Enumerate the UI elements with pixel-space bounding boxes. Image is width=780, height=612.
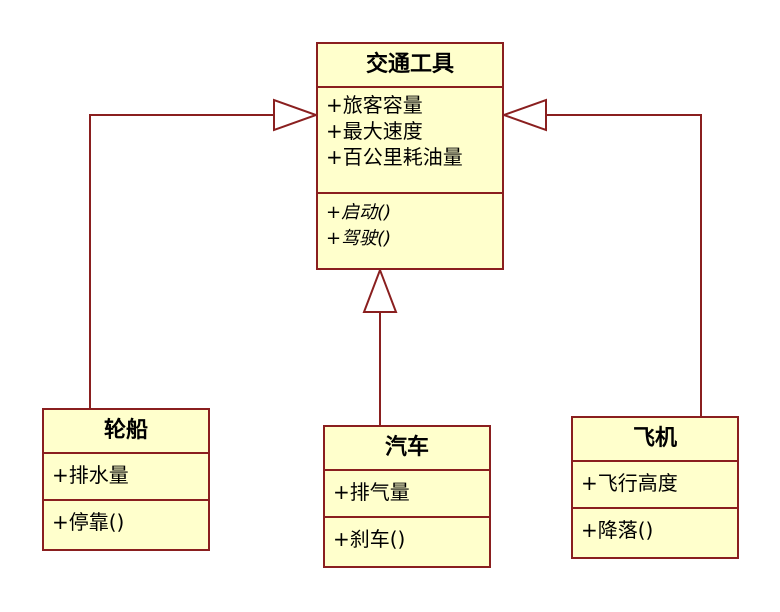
- inheritance-arrowhead-ship: [273, 98, 319, 132]
- class-ship[interactable]: 轮船 +排水量 +停靠(): [42, 408, 210, 551]
- class-vehicle[interactable]: 交通工具 +旅客容量 +最大速度 +百公里耗油量 +启动() +驾驶(): [316, 42, 504, 270]
- attribute-displacement: +排水量: [52, 463, 129, 487]
- operation-start: +启动(): [326, 202, 392, 223]
- class-plane[interactable]: 飞机 +飞行高度 +降落(): [571, 416, 739, 559]
- class-car[interactable]: 汽车 +排气量 +刹车(): [323, 425, 491, 568]
- operations-vehicle: +启动() +驾驶(): [318, 192, 502, 254]
- attribute-engine-displacement: +排气量: [333, 480, 410, 504]
- operation-brake: +刹车(): [333, 527, 406, 551]
- class-name-ship: 轮船: [103, 418, 148, 443]
- edge-ship-vehicle: [89, 114, 274, 410]
- attributes-plane: +飞行高度: [573, 460, 737, 507]
- attributes-ship: +排水量: [44, 452, 208, 499]
- attribute-fuel-consumption: +百公里耗油量: [326, 145, 463, 169]
- class-name-plane: 飞机: [632, 426, 677, 451]
- class-name-car: 汽车: [384, 435, 429, 460]
- attributes-car: +排气量: [325, 469, 489, 516]
- inheritance-arrowhead-car: [362, 267, 398, 313]
- operation-drive: +驾驶(): [326, 228, 392, 249]
- edge-plane-vehicle: [546, 114, 702, 418]
- operations-plane: +降落(): [573, 507, 737, 545]
- inheritance-arrowhead-plane: [501, 98, 547, 132]
- attribute-max-speed: +最大速度: [326, 119, 423, 143]
- operations-ship: +停靠(): [44, 499, 208, 537]
- operations-car: +刹车(): [325, 516, 489, 554]
- operation-land: +降落(): [581, 518, 654, 542]
- class-name-vehicle: 交通工具: [365, 52, 454, 77]
- attributes-vehicle: +旅客容量 +最大速度 +百公里耗油量: [318, 86, 502, 192]
- attribute-flight-altitude: +飞行高度: [581, 471, 678, 495]
- attribute-passenger-capacity: +旅客容量: [326, 93, 423, 117]
- operation-dock: +停靠(): [52, 510, 125, 534]
